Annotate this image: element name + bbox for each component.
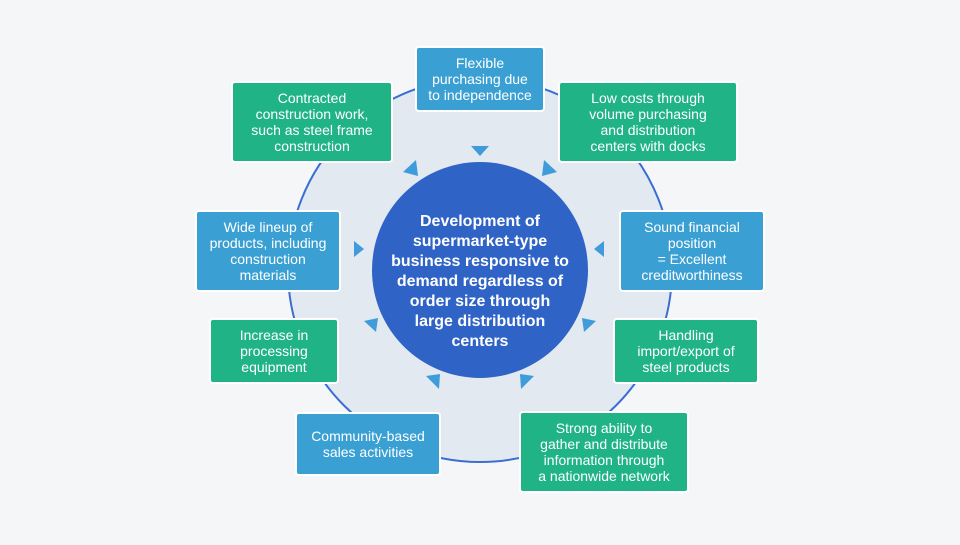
arrow-from-top xyxy=(471,146,489,156)
arrow-from-top-right xyxy=(542,160,557,176)
node-community-sales: Community-based sales activities xyxy=(295,412,441,476)
node-sound-financial-position: Sound financial position = Excellent cre… xyxy=(619,210,765,292)
arrow-from-lower-left xyxy=(364,318,378,332)
arrow-from-bottom-left xyxy=(426,374,440,389)
arrow-from-lower-right xyxy=(582,318,596,332)
node-import-export: Handling import/export of steel products xyxy=(613,318,759,384)
arrow-from-bottom-right xyxy=(520,374,534,389)
node-contracted-construction: Contracted construction work, such as st… xyxy=(231,81,393,163)
node-low-costs: Low costs through volume purchasing and … xyxy=(558,81,738,163)
arrow-from-left xyxy=(354,241,364,257)
node-wide-lineup: Wide lineup of products, including const… xyxy=(195,210,341,292)
arrow-from-top-left xyxy=(403,160,418,176)
arrow-from-right xyxy=(594,241,604,257)
node-flexible-purchasing: Flexible purchasing due to independence xyxy=(415,46,545,112)
node-information-network: Strong ability to gather and distribute … xyxy=(519,411,689,493)
node-processing-equipment: Increase in processing equipment xyxy=(209,318,339,384)
center-statement: Development of supermarket-type business… xyxy=(391,213,569,350)
center-circle xyxy=(372,162,588,378)
